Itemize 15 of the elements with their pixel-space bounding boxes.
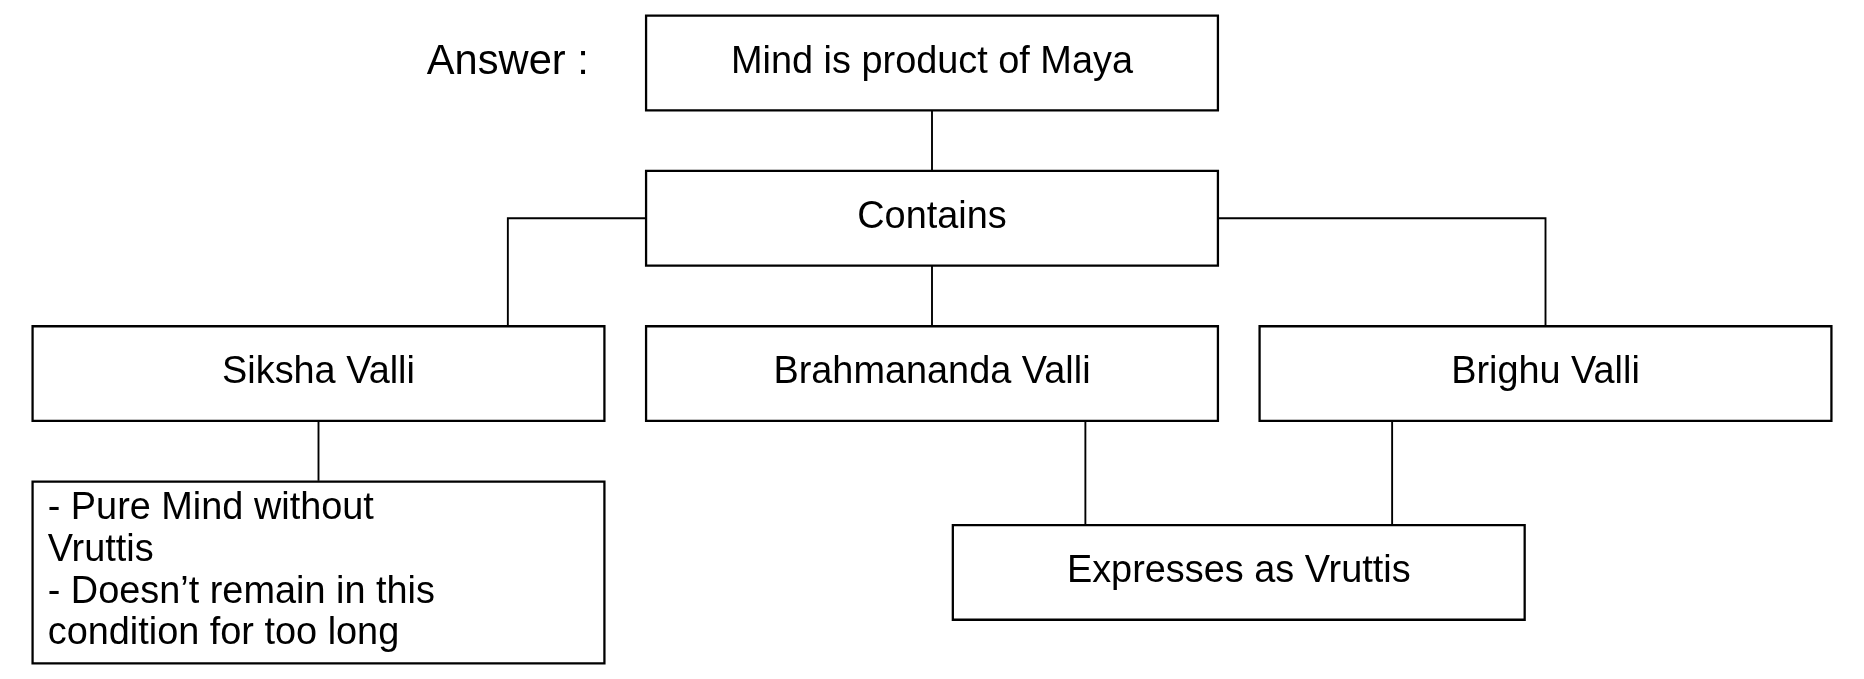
- connector: [931, 264, 933, 327]
- node-box: Siksha Valli: [31, 325, 606, 423]
- node-box: Contains: [644, 169, 1220, 267]
- connector: [1217, 217, 1547, 328]
- connector: [931, 109, 933, 172]
- node-box: Mind is product of Maya: [644, 14, 1220, 112]
- node-box: Brighu Valli: [1258, 325, 1833, 423]
- connector: [317, 420, 320, 482]
- connector: [1391, 420, 1394, 526]
- node-box: Brahmananda Valli: [644, 325, 1220, 423]
- node-box: Expresses as Vruttis: [951, 523, 1526, 621]
- connector: [506, 217, 647, 328]
- connector: [1084, 420, 1087, 526]
- label: Answer :: [426, 35, 589, 83]
- node-box: - Pure Mind without Vruttis - Doesn’t remain in this condition for too long: [31, 480, 606, 665]
